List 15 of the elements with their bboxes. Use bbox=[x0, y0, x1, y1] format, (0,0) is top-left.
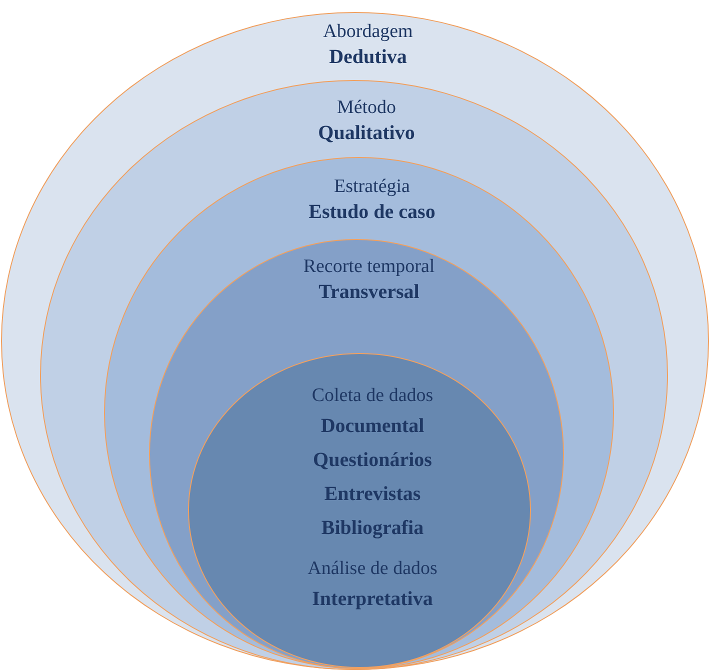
value-label: Qualitativo bbox=[318, 120, 415, 144]
category-label: Análise de dados bbox=[308, 558, 438, 580]
value-label: Transversal bbox=[318, 280, 420, 304]
value-label: Bibliografia bbox=[321, 516, 424, 540]
value-label: Entrevistas bbox=[324, 482, 421, 506]
value-label: Estudo de caso bbox=[308, 200, 436, 224]
category-label: Estratégia bbox=[334, 176, 410, 198]
category-label: Recorte temporal bbox=[303, 256, 435, 278]
value-label: Interpretativa bbox=[312, 587, 433, 611]
category-label: Abordagem bbox=[323, 21, 413, 43]
value-label: Documental bbox=[320, 414, 424, 438]
category-label: Método bbox=[336, 96, 396, 118]
category-label: Coleta de dados bbox=[312, 385, 434, 407]
value-label: Dedutiva bbox=[329, 45, 407, 69]
value-label: Questionários bbox=[313, 448, 432, 472]
